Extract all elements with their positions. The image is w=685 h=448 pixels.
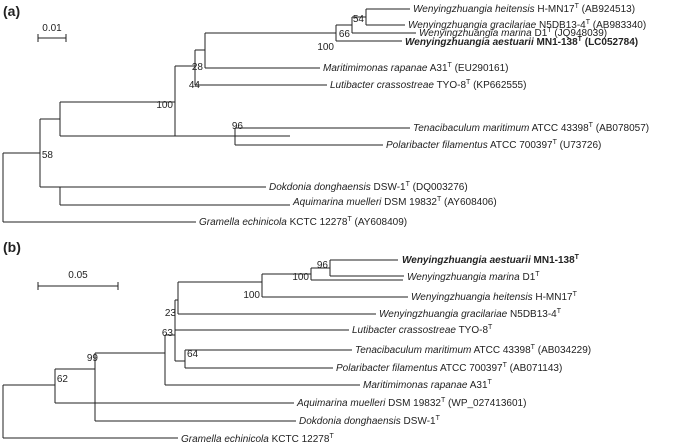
bootstrap-value: 44 (189, 80, 201, 91)
panel-b-taxa: Wenyingzhuangia aestuarii MN1-138T Wenyi… (181, 254, 591, 445)
taxon-label: Tenacibaculum maritimum ATCC 43398T (AB0… (413, 122, 649, 134)
panel-b-label: (b) (3, 239, 21, 255)
bootstrap-value: 23 (165, 308, 177, 319)
taxon-label: Lutibacter crassostreae TYO-8T (KP662555… (330, 79, 526, 91)
panel-b: (b) 0.05 (2, 239, 591, 445)
taxon-label: Wenyingzhuangia gracilariae N5DB13-4T (379, 308, 562, 320)
taxon-label-highlighted: Wenyingzhuangia aestuarii MN1-138T (LC05… (405, 36, 638, 48)
taxon-label: Wenyingzhuangia heitensis H-MN17T (AB924… (413, 3, 635, 15)
taxon-label: Gramella echinicola KCTC 12278T (AY60840… (199, 216, 407, 228)
taxon-label: Gramella echinicola KCTC 12278T (181, 433, 334, 445)
panel-a-label: (a) (3, 3, 20, 19)
bootstrap-value: 62 (57, 374, 69, 385)
taxon-label: Tenacibaculum maritimum ATCC 43398T (AB0… (355, 344, 591, 356)
taxon-label: Maritimimonas rapanae A31T (EU290161) (323, 62, 509, 74)
panel-a-bootstrap-values: 54 66 100 28 44 100 96 58 (42, 14, 365, 161)
panel-b-tree-branches (2, 259, 408, 439)
bootstrap-value: 100 (292, 272, 309, 283)
taxon-label: Polaribacter filamentus ATCC 700397T (AB… (336, 362, 562, 374)
bootstrap-value: 100 (317, 42, 334, 53)
bootstrap-value: 54 (353, 14, 365, 25)
taxon-label: Wenyingzhuangia marina D1T (407, 271, 540, 283)
panel-a-scale-bar: 0.01 (37, 23, 67, 42)
bootstrap-value: 96 (317, 260, 329, 271)
taxon-label: Dokdonia donghaensis DSW-1T (DQ003276) (269, 181, 468, 193)
bootstrap-value: 99 (87, 353, 99, 364)
panel-b-bootstrap-values: 96 100 100 23 63 64 99 62 (57, 260, 329, 385)
taxon-label: Polaribacter filamentus ATCC 700397T (U7… (386, 139, 601, 151)
taxon-label: Dokdonia donghaensis DSW-1T (299, 415, 441, 427)
taxon-label-highlighted: Wenyingzhuangia aestuarii MN1-138T (402, 254, 580, 266)
taxon-label: Maritimimonas rapanae A31T (363, 379, 493, 391)
taxon-label: Wenyingzhuangia heitensis H-MN17T (411, 291, 578, 303)
bootstrap-value: 100 (156, 100, 173, 111)
taxon-label: Aquimarina muelleri DSM 19832T (WP_02741… (296, 397, 526, 409)
bootstrap-value: 63 (162, 328, 174, 339)
panel-b-scale-label: 0.05 (68, 270, 88, 281)
taxon-label: Aquimarina muelleri DSM 19832T (AY608406… (292, 196, 497, 208)
bootstrap-value: 28 (192, 62, 204, 73)
bootstrap-value: 66 (339, 29, 351, 40)
panel-a-taxa: Wenyingzhuangia heitensis H-MN17T (AB924… (199, 3, 649, 228)
bootstrap-value: 96 (232, 121, 244, 132)
bootstrap-value: 58 (42, 150, 54, 161)
panel-b-scale-bar: 0.05 (37, 270, 119, 290)
panel-a-tree-branches (2, 8, 416, 223)
taxon-label: Wenyingzhuangia marina D1T (JQ948039) (419, 27, 607, 39)
bootstrap-value: 64 (187, 349, 199, 360)
panel-a: (a) 0.01 (2, 3, 649, 228)
taxon-label: Lutibacter crassostreae TYO-8T (352, 324, 493, 336)
taxon-label: Wenyingzhuangia gracilariae N5DB13-4T (A… (408, 19, 646, 31)
bootstrap-value: 100 (243, 290, 260, 301)
panel-a-scale-label: 0.01 (42, 23, 62, 34)
